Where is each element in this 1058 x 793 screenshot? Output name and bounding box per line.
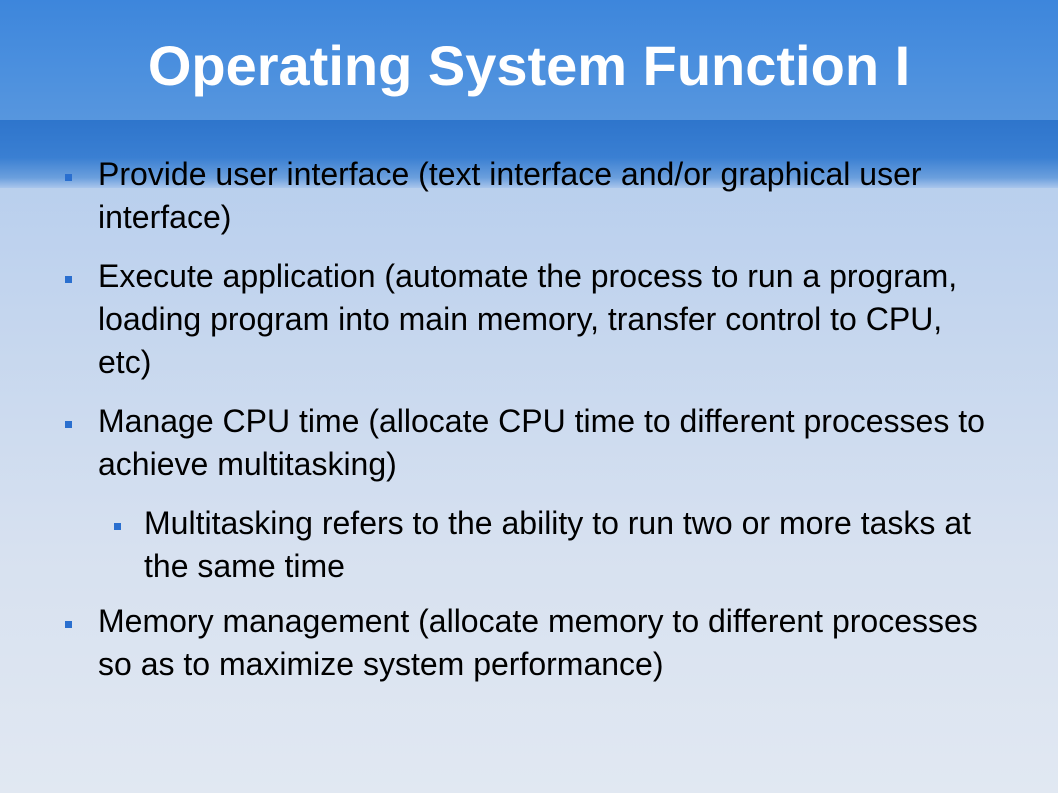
bullet-text: Provide user interface (text interface a… [98, 156, 922, 235]
bullet-square-icon [65, 174, 72, 181]
bullet-text: Memory management (allocate memory to di… [98, 603, 978, 682]
title-band-shadow [0, 120, 1058, 188]
bullet-item: Provide user interface (text interface a… [65, 153, 998, 239]
bullet-square-icon [65, 421, 72, 428]
bullet-text: Manage CPU time (allocate CPU time to di… [98, 403, 985, 482]
bullet-square-icon [65, 276, 72, 283]
bullet-item: Manage CPU time (allocate CPU time to di… [65, 400, 998, 486]
bullet-item: Memory management (allocate memory to di… [65, 600, 998, 686]
bullet-item: Execute application (automate the proces… [65, 255, 998, 384]
bullet-square-icon [114, 523, 121, 530]
bullet-text: Multitasking refers to the ability to ru… [144, 505, 971, 584]
bullet-square-icon [65, 621, 72, 628]
slide-title: Operating System Function I [147, 34, 911, 97]
bullet-text: Execute application (automate the proces… [98, 258, 958, 380]
title-band [0, 0, 1058, 120]
sub-bullet-item: Multitasking refers to the ability to ru… [114, 502, 994, 588]
